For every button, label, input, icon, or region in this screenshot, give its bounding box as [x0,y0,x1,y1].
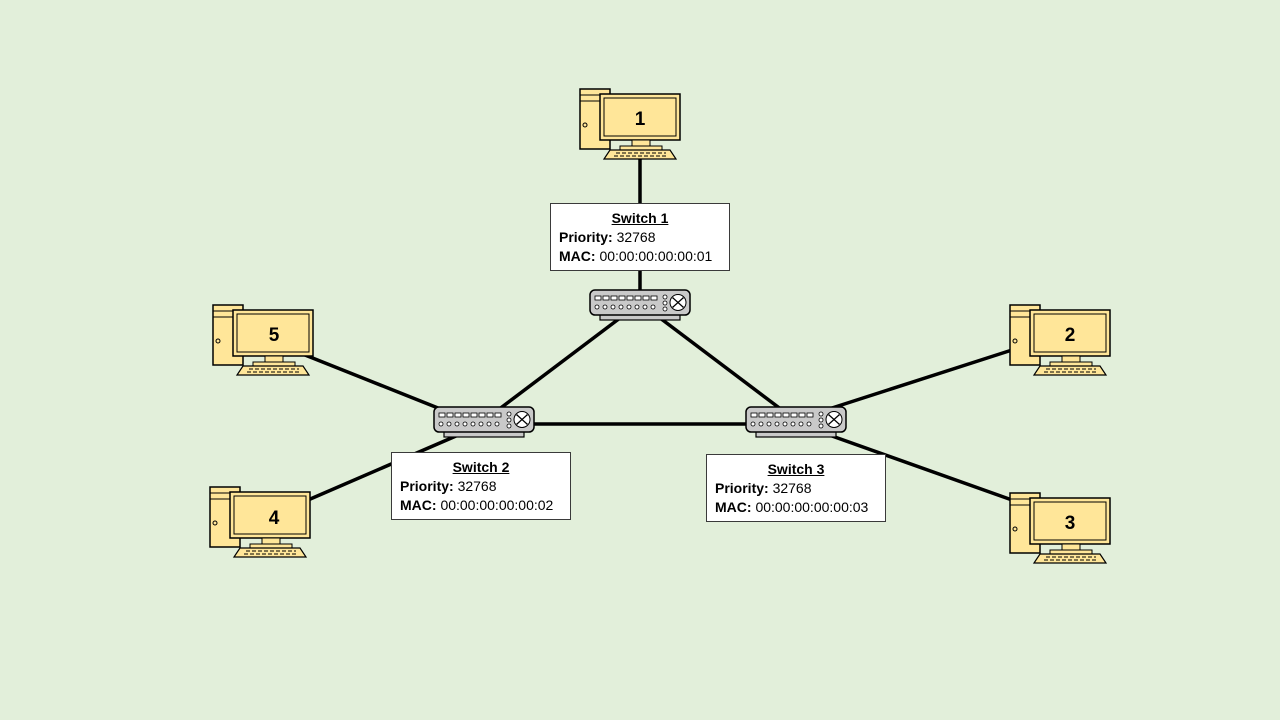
computer-label: 1 [635,109,646,130]
network-links [299,158,1013,502]
computer-label: 5 [269,325,280,346]
computer-icon [1009,304,1111,376]
computer-icon [1009,492,1111,564]
computer-label: 4 [269,508,280,529]
computer-icon [209,486,311,558]
priority-label: Priority: [715,480,769,496]
computer-5[interactable]: 5 [212,304,314,376]
mac-value: 00:00:00:00:00:02 [440,497,554,513]
switch-3-mac: MAC: 00:00:00:00:00:03 [715,498,877,517]
priority-value: 32768 [616,229,656,245]
computer-label: 3 [1065,513,1076,534]
switch-3-priority: Priority: 32768 [715,479,877,498]
switch-3-title: Switch 3 [767,461,825,477]
switch-1-mac: MAC: 00:00:00:00:00:01 [559,247,721,266]
computer-2[interactable]: 2 [1009,304,1111,376]
link-switch1-switch2 [496,316,622,412]
switch-3[interactable] [745,406,847,438]
switch-2-info: Switch 2 Priority: 32768 MAC: 00:00:00:0… [391,452,571,520]
link-pc3-switch3 [831,434,1013,502]
priority-value: 32768 [457,478,497,494]
switch-icon [433,406,535,438]
computer-1[interactable]: 1 [579,88,681,160]
switch-2-priority: Priority: 32768 [400,477,562,496]
computer-icon [579,88,681,160]
switch-1-title: Switch 1 [611,210,669,226]
priority-label: Priority: [559,229,613,245]
switch-2[interactable] [433,406,535,438]
computer-3[interactable]: 3 [1009,492,1111,564]
computer-label: 2 [1065,325,1076,346]
switch-icon [589,289,691,321]
switch-1[interactable] [589,289,691,321]
link-switch1-switch3 [658,316,784,412]
mac-label: MAC: [400,497,437,513]
switch-2-mac: MAC: 00:00:00:00:00:02 [400,496,562,515]
priority-value: 32768 [772,480,812,496]
computer-icon [212,304,314,376]
computer-4[interactable]: 4 [209,486,311,558]
switch-icon [745,406,847,438]
mac-value: 00:00:00:00:00:01 [599,248,713,264]
switch-2-title: Switch 2 [452,459,510,475]
priority-label: Priority: [400,478,454,494]
mac-value: 00:00:00:00:00:03 [755,499,869,515]
switch-1-info: Switch 1 Priority: 32768 MAC: 00:00:00:0… [550,203,730,271]
link-pc5-switch2 [299,351,439,410]
mac-label: MAC: [559,248,596,264]
mac-label: MAC: [715,499,752,515]
link-pc4-switch2 [307,434,457,502]
switch-1-priority: Priority: 32768 [559,228,721,247]
link-pc2-switch3 [831,348,1013,410]
switch-3-info: Switch 3 Priority: 32768 MAC: 00:00:00:0… [706,454,886,522]
